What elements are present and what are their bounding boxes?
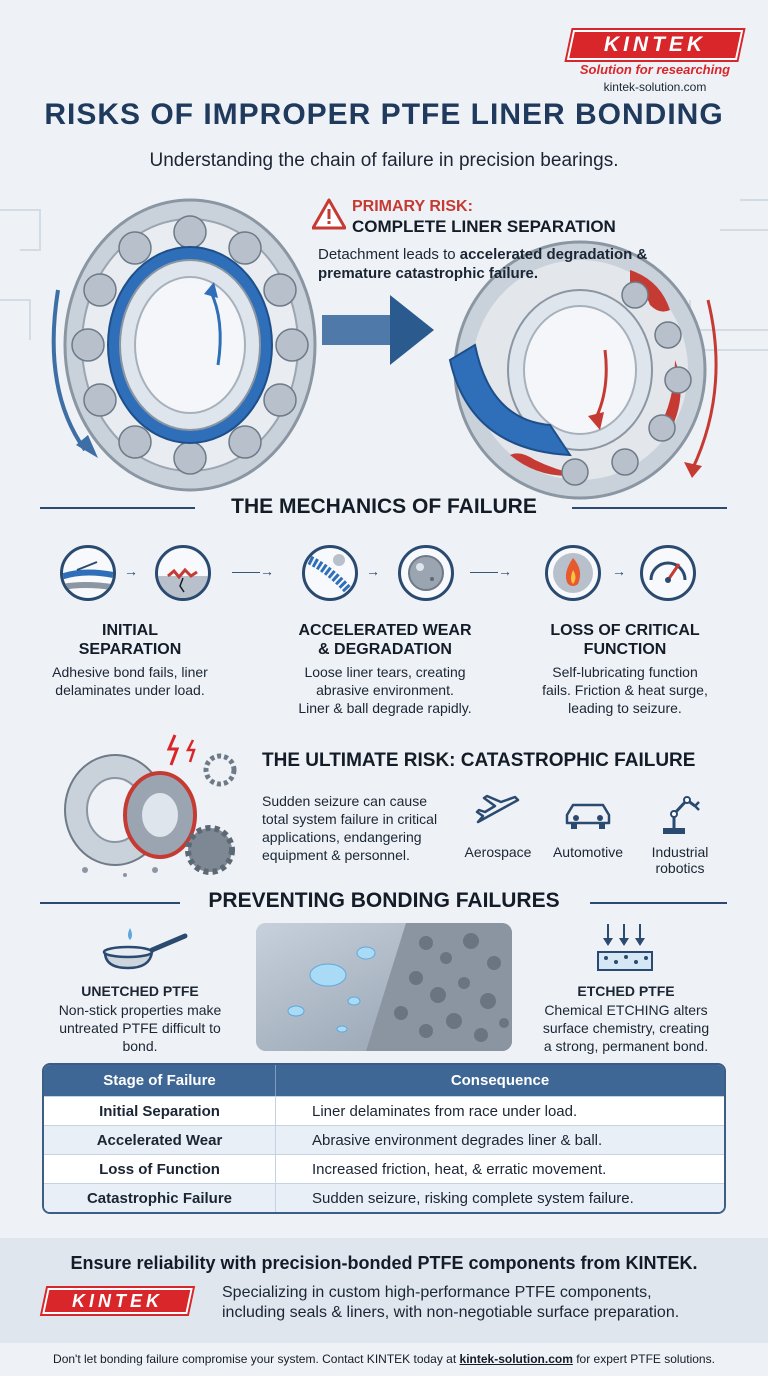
- table-header: Stage of Failure Consequence: [44, 1065, 724, 1096]
- page-title: RISKS OF IMPROPER PTFE LINER BONDING: [44, 98, 724, 131]
- divider: [590, 902, 727, 904]
- surface-comparison-image: [256, 923, 512, 1051]
- transition-arrow-icon: [322, 295, 434, 365]
- failed-bearing-illustration: [448, 240, 718, 500]
- app-automotive-label: Automotive: [552, 844, 624, 860]
- prevention-title: PREVENTING BONDING FAILURES: [208, 889, 560, 912]
- table-cell: Accelerated Wear: [44, 1126, 276, 1154]
- table-row: Accelerated Wear Abrasive environment deg…: [44, 1125, 724, 1154]
- etched-title: ETCHED PTFE: [577, 983, 675, 999]
- arrow-right-icon: →: [124, 563, 138, 579]
- table-cell: Increased friction, heat, & erratic move…: [312, 1160, 607, 1178]
- footer-text-part: for expert PTFE solutions.: [576, 1352, 715, 1366]
- degraded-ball-icon: [398, 545, 454, 601]
- kintek-logo: KINTEK: [42, 1288, 193, 1314]
- arrow-right-icon: →: [612, 563, 626, 579]
- heat-fire-icon: [545, 545, 601, 601]
- robot-arm-icon: [663, 796, 700, 834]
- warning-icon: [312, 198, 346, 230]
- bond-crack-icon: [155, 545, 211, 601]
- table-cell: Liner delaminates from race under load.: [312, 1102, 578, 1120]
- etching-arrows-icon: [597, 924, 653, 971]
- healthy-bearing-illustration: [51, 198, 317, 492]
- footer-text: Don't let bonding failure compromise you…: [0, 1352, 768, 1366]
- airplane-icon: [475, 794, 520, 824]
- primary-risk-description: Detachment leads to accelerated degradat…: [318, 245, 658, 283]
- primary-risk-desc-bold: accelerated degradation & premature cata…: [318, 246, 648, 282]
- brand-tagline: Solution for researching: [579, 62, 731, 77]
- table-row: Loss of Function Increased friction, heat…: [44, 1154, 724, 1183]
- broken-bearing-gears-illustration: [64, 734, 237, 877]
- app-aerospace-label: Aerospace: [464, 844, 532, 860]
- divider: [40, 507, 195, 509]
- brand-website[interactable]: kintek-solution.com: [603, 80, 707, 94]
- arrow-right-icon: ——→: [470, 563, 512, 579]
- car-icon: [565, 803, 611, 829]
- unetched-title: UNETCHED PTFE: [81, 983, 199, 999]
- liner-tear-icon: [302, 545, 358, 601]
- kintek-logo: KINTEK: [566, 30, 744, 60]
- table-cell: Initial Separation: [44, 1097, 276, 1125]
- primary-risk-label: PRIMARY RISK:: [352, 198, 473, 215]
- table-cell: Loss of Function: [44, 1155, 276, 1183]
- primary-risk-desc-plain: Detachment leads to: [318, 246, 456, 263]
- gauge-icon: [640, 545, 696, 601]
- primary-risk-title: COMPLETE LINER SEPARATION: [352, 217, 616, 236]
- footer-website-link[interactable]: kintek-solution.com: [459, 1352, 573, 1366]
- footer-text-part: Don't let bonding failure compromise you…: [53, 1352, 457, 1366]
- cta-headline: Ensure reliability with precision-bonded…: [70, 1253, 698, 1273]
- cta-description: Specializing in custom high-performance …: [222, 1284, 680, 1321]
- arrow-right-icon: ——→: [232, 563, 274, 579]
- divider: [572, 507, 727, 509]
- liner-separation-icon: [60, 545, 116, 601]
- nonstick-pan-icon: [102, 928, 188, 970]
- table-cell: Sudden seizure, risking complete system …: [312, 1189, 634, 1207]
- arrow-right-icon: →: [366, 563, 380, 579]
- header-stage: Stage of Failure: [44, 1065, 276, 1096]
- failure-stage-table: Stage of Failure Consequence Initial Sep…: [42, 1063, 726, 1214]
- table-row: Initial Separation Liner delaminates from…: [44, 1096, 724, 1125]
- table-cell: Abrasive environment degrades liner & ba…: [312, 1131, 603, 1149]
- ultimate-risk-title: THE ULTIMATE RISK: CATASTROPHIC FAILURE: [262, 750, 696, 771]
- page-subtitle: Understanding the chain of failure in pr…: [149, 150, 619, 171]
- divider: [40, 902, 180, 904]
- table-cell: Catastrophic Failure: [44, 1184, 276, 1212]
- header-consequence: Consequence: [450, 1072, 550, 1089]
- mechanics-title: THE MECHANICS OF FAILURE: [231, 495, 537, 518]
- step-wear-title: ACCELERATED WEAR& DEGRADATION: [298, 622, 472, 658]
- table-row: Catastrophic Failure Sudden seizure, risk…: [44, 1183, 724, 1212]
